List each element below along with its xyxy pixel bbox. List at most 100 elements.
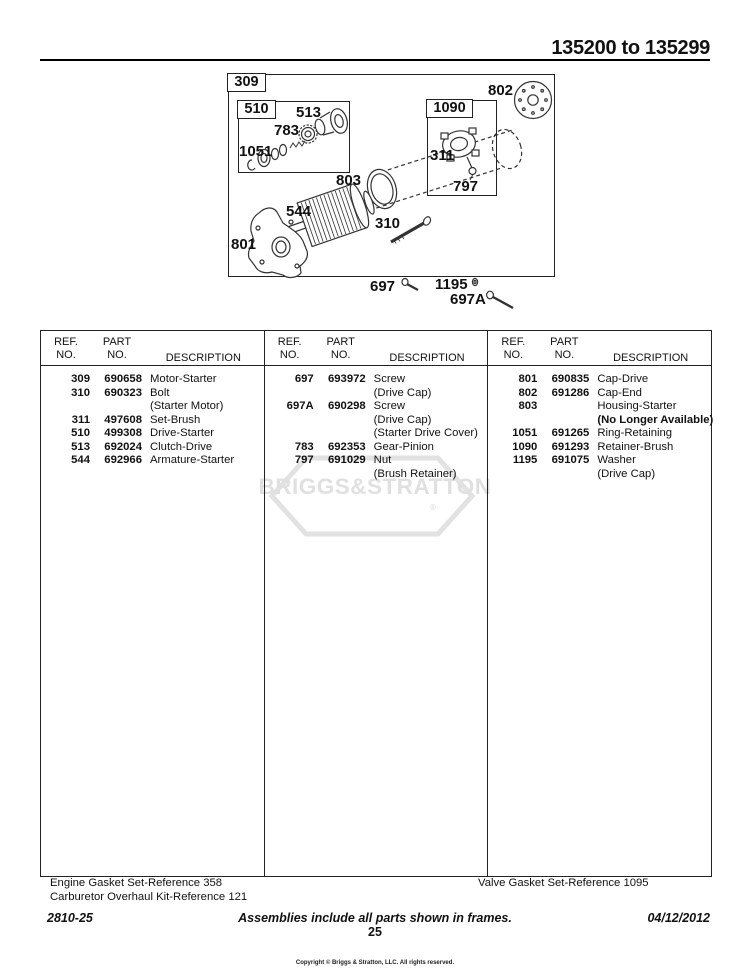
- table-row: (Starter Drive Cover): [265, 427, 488, 441]
- part-no-value: [538, 414, 590, 428]
- footnote-carburetor-kit: Carburetor Overhaul Kit-Reference 121: [50, 890, 248, 903]
- ref-no-value: [265, 387, 315, 401]
- part-no-value: [315, 427, 367, 441]
- part-no-value: 691075: [551, 454, 590, 466]
- frame-label-309: 309: [227, 73, 266, 93]
- ref-no-value: 802: [518, 386, 538, 399]
- part-no-value: 690323: [104, 386, 142, 399]
- part-no-value: 690835: [551, 373, 590, 385]
- ref-no-value: 1195: [512, 454, 538, 466]
- ref-no-value: [265, 427, 315, 441]
- description-value: Cap-Drive: [597, 373, 649, 385]
- screw-697A-icon: [486, 290, 514, 310]
- part-no-value: 693972: [327, 373, 366, 385]
- ref-no-value: [41, 400, 91, 414]
- part-no-value: [315, 387, 367, 401]
- description-value: Housing-Starter: [597, 400, 677, 412]
- table-row: 803 Housing-Starter: [488, 400, 711, 414]
- ref-no-value: [265, 468, 315, 482]
- header-description: DESCRIPTION: [613, 352, 689, 364]
- part-no-value: 691293: [551, 440, 590, 453]
- description-value: Nut: [373, 454, 392, 466]
- table-row: 1195 691075 Washer: [488, 454, 711, 468]
- diagram-callout-1051: 1051: [239, 143, 273, 160]
- diagram-callout-697: 697: [370, 278, 396, 295]
- diagram-callout-802: 802: [488, 82, 514, 99]
- header-ref-no: REF.NO.: [54, 336, 78, 361]
- ref-no-value: [488, 414, 538, 428]
- ref-no-value: 510: [71, 427, 90, 439]
- diagram-callout-310: 310: [375, 215, 401, 232]
- description-value: (Starter Motor): [150, 400, 224, 412]
- part-no-value: 692966: [104, 454, 142, 466]
- diagram-callout-801: 801: [231, 236, 257, 253]
- part-no-value: [91, 400, 143, 414]
- description-value: Gear-Pinion: [373, 440, 434, 453]
- ref-no-value: 801: [518, 373, 538, 385]
- description-value: (No Longer Available): [597, 413, 714, 426]
- diagram-callout-513: 513: [296, 104, 322, 121]
- table-row: 544 692966 Armature-Starter: [41, 454, 264, 468]
- part-no-value: [538, 468, 590, 482]
- diagram-callout-783: 783: [274, 122, 300, 139]
- description-value: Retainer-Brush: [597, 440, 674, 453]
- description-value: Cap-End: [597, 386, 642, 399]
- table-row: (Drive Cap): [488, 468, 711, 482]
- footer-note: Assemblies include all parts shown in fr…: [238, 911, 512, 925]
- page-title: 135200 to 135299: [551, 37, 710, 59]
- description-value: Armature-Starter: [150, 454, 235, 466]
- diagram-callout-803: 803: [336, 172, 362, 189]
- part-no-value: 691029: [327, 454, 366, 466]
- table-row: 801 690835 Cap-Drive: [488, 373, 711, 387]
- page-number: 25: [368, 925, 382, 939]
- ref-no-value: [488, 468, 538, 482]
- footnote-engine-gasket: Engine Gasket Set-Reference 358: [50, 877, 223, 889]
- footer-doc-number: 2810-25: [47, 911, 93, 925]
- description-value: Washer: [597, 454, 636, 466]
- ref-no-value: [265, 414, 315, 428]
- part-no-value: 499308: [104, 427, 142, 439]
- part-no-value: 692024: [104, 440, 142, 453]
- header-ref-no: REF.NO.: [277, 336, 302, 361]
- description-value: Drive-Starter: [150, 427, 215, 439]
- ref-no-value: 1051: [512, 427, 538, 439]
- table-row: (Drive Cap): [265, 414, 488, 428]
- diagram-frame-309: 309: [227, 73, 555, 277]
- part-no-value: 690658: [104, 373, 142, 385]
- diagram-callout-697A: 697A: [450, 291, 486, 308]
- ref-no-value: 803: [518, 400, 538, 412]
- part-no-value: 690298: [327, 400, 366, 412]
- part-no-value: [315, 468, 367, 482]
- diagram-callout-311: 311: [430, 147, 455, 164]
- table-row: 510 499308 Drive-Starter: [41, 427, 264, 441]
- description-value: (Drive Cap): [373, 386, 432, 399]
- ref-no-value: 783: [294, 440, 314, 453]
- screw-697-icon: [401, 277, 419, 291]
- ref-no-value: 544: [71, 454, 90, 466]
- ref-no-value: 311: [71, 413, 90, 426]
- footnote-left: Engine Gasket Set-Reference 358 Carburet…: [50, 877, 247, 905]
- header-description: DESCRIPTION: [389, 352, 465, 364]
- copyright-line: Copyright © Briggs & Stratton, LLC. All …: [295, 960, 455, 966]
- diagram-callout-544: 544: [286, 203, 312, 220]
- title-rule: [40, 59, 710, 62]
- diagram-callout-797: 797: [453, 178, 479, 195]
- part-no-value: [538, 400, 590, 414]
